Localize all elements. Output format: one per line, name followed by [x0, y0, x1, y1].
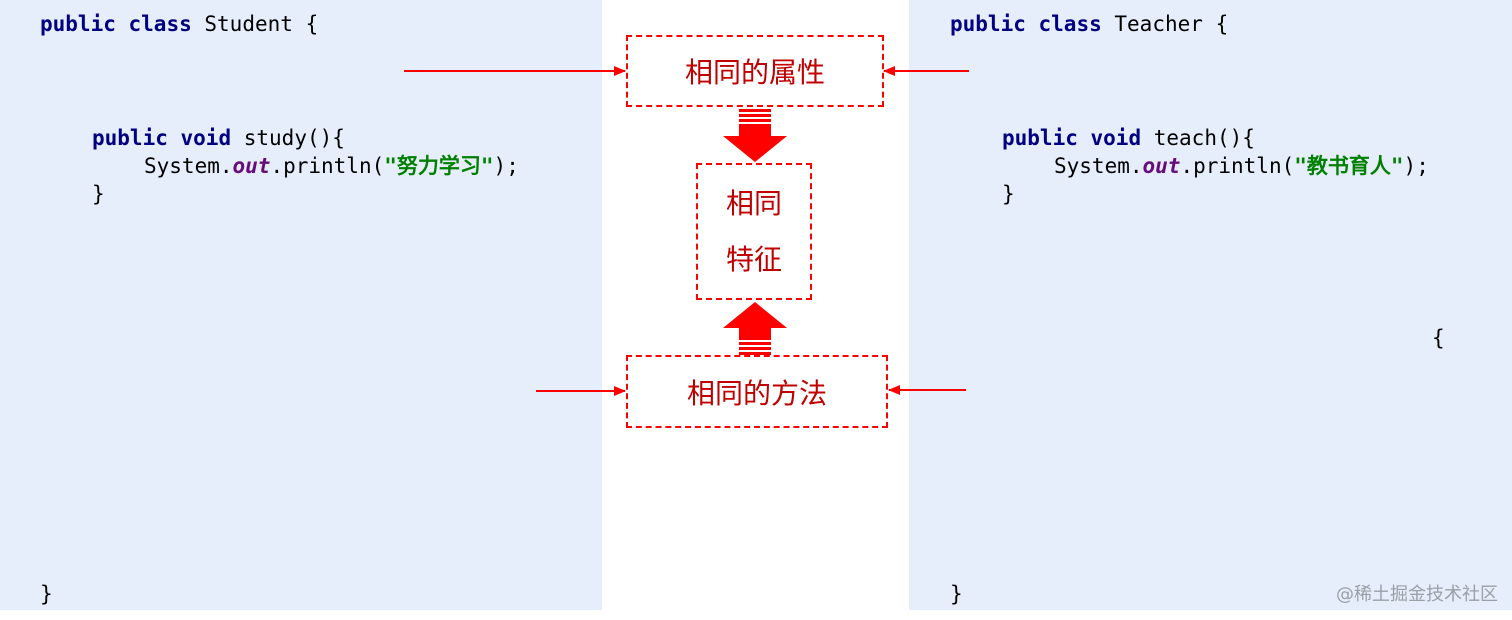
- keyword-void: void: [180, 126, 232, 150]
- keyword-class: class: [1038, 12, 1102, 36]
- print-suffix: );: [1403, 154, 1429, 178]
- watermark: @稀土掘金技术社区: [1336, 584, 1498, 605]
- student-class-close-brace: }: [40, 582, 53, 606]
- student-method-close-brace: }: [92, 182, 105, 206]
- print-call: .println(: [1180, 154, 1295, 178]
- same-attributes-box: 相同的属性: [626, 35, 884, 107]
- field-out: out: [1142, 154, 1181, 178]
- teacher-class-declaration: public class Teacher {: [950, 10, 1228, 38]
- same-features-label-line2: 特征: [725, 242, 782, 276]
- keyword-public: public: [1002, 126, 1078, 150]
- keyword-class: class: [128, 12, 192, 36]
- block-arrow-down: [723, 109, 787, 162]
- print-call: .println(: [270, 154, 385, 178]
- teacher-stray-brace: {: [1432, 326, 1445, 350]
- class-name-teacher: Teacher: [1114, 12, 1203, 36]
- method-signature-study: study(){: [243, 126, 345, 150]
- teacher-method-close-brace: }: [1002, 182, 1015, 206]
- teacher-print-statement: System.out.println("教书育人");: [1054, 152, 1429, 180]
- string-literal: "教书育人": [1294, 154, 1404, 178]
- same-methods-box: 相同的方法: [626, 355, 888, 428]
- keyword-void: void: [1090, 126, 1142, 150]
- string-literal: "努力学习": [384, 154, 494, 178]
- teacher-method-declaration: public void teach(){: [1002, 124, 1255, 152]
- open-brace: {: [305, 12, 319, 36]
- same-features-box: 相同 特征: [696, 163, 812, 300]
- teacher-class-panel: [909, 0, 1512, 610]
- keyword-public: public: [40, 12, 116, 36]
- field-out: out: [232, 154, 271, 178]
- same-features-label-line1: 相同: [725, 186, 782, 220]
- class-name-student: Student: [204, 12, 293, 36]
- same-methods-label: 相同的方法: [686, 376, 827, 410]
- print-prefix: System.: [144, 154, 233, 178]
- student-print-statement: System.out.println("努力学习");: [144, 152, 519, 180]
- teacher-class-close-brace: }: [950, 582, 963, 606]
- student-class-declaration: public class Student {: [40, 10, 318, 38]
- keyword-public: public: [950, 12, 1026, 36]
- student-method-declaration: public void study(){: [92, 124, 345, 152]
- keyword-public: public: [92, 126, 168, 150]
- print-prefix: System.: [1054, 154, 1143, 178]
- open-brace: {: [1215, 12, 1229, 36]
- block-arrow-up: [723, 302, 787, 355]
- student-class-panel: [0, 0, 602, 610]
- same-attributes-label: 相同的属性: [684, 56, 825, 89]
- print-suffix: );: [493, 154, 519, 178]
- method-signature-teach: teach(){: [1153, 126, 1255, 150]
